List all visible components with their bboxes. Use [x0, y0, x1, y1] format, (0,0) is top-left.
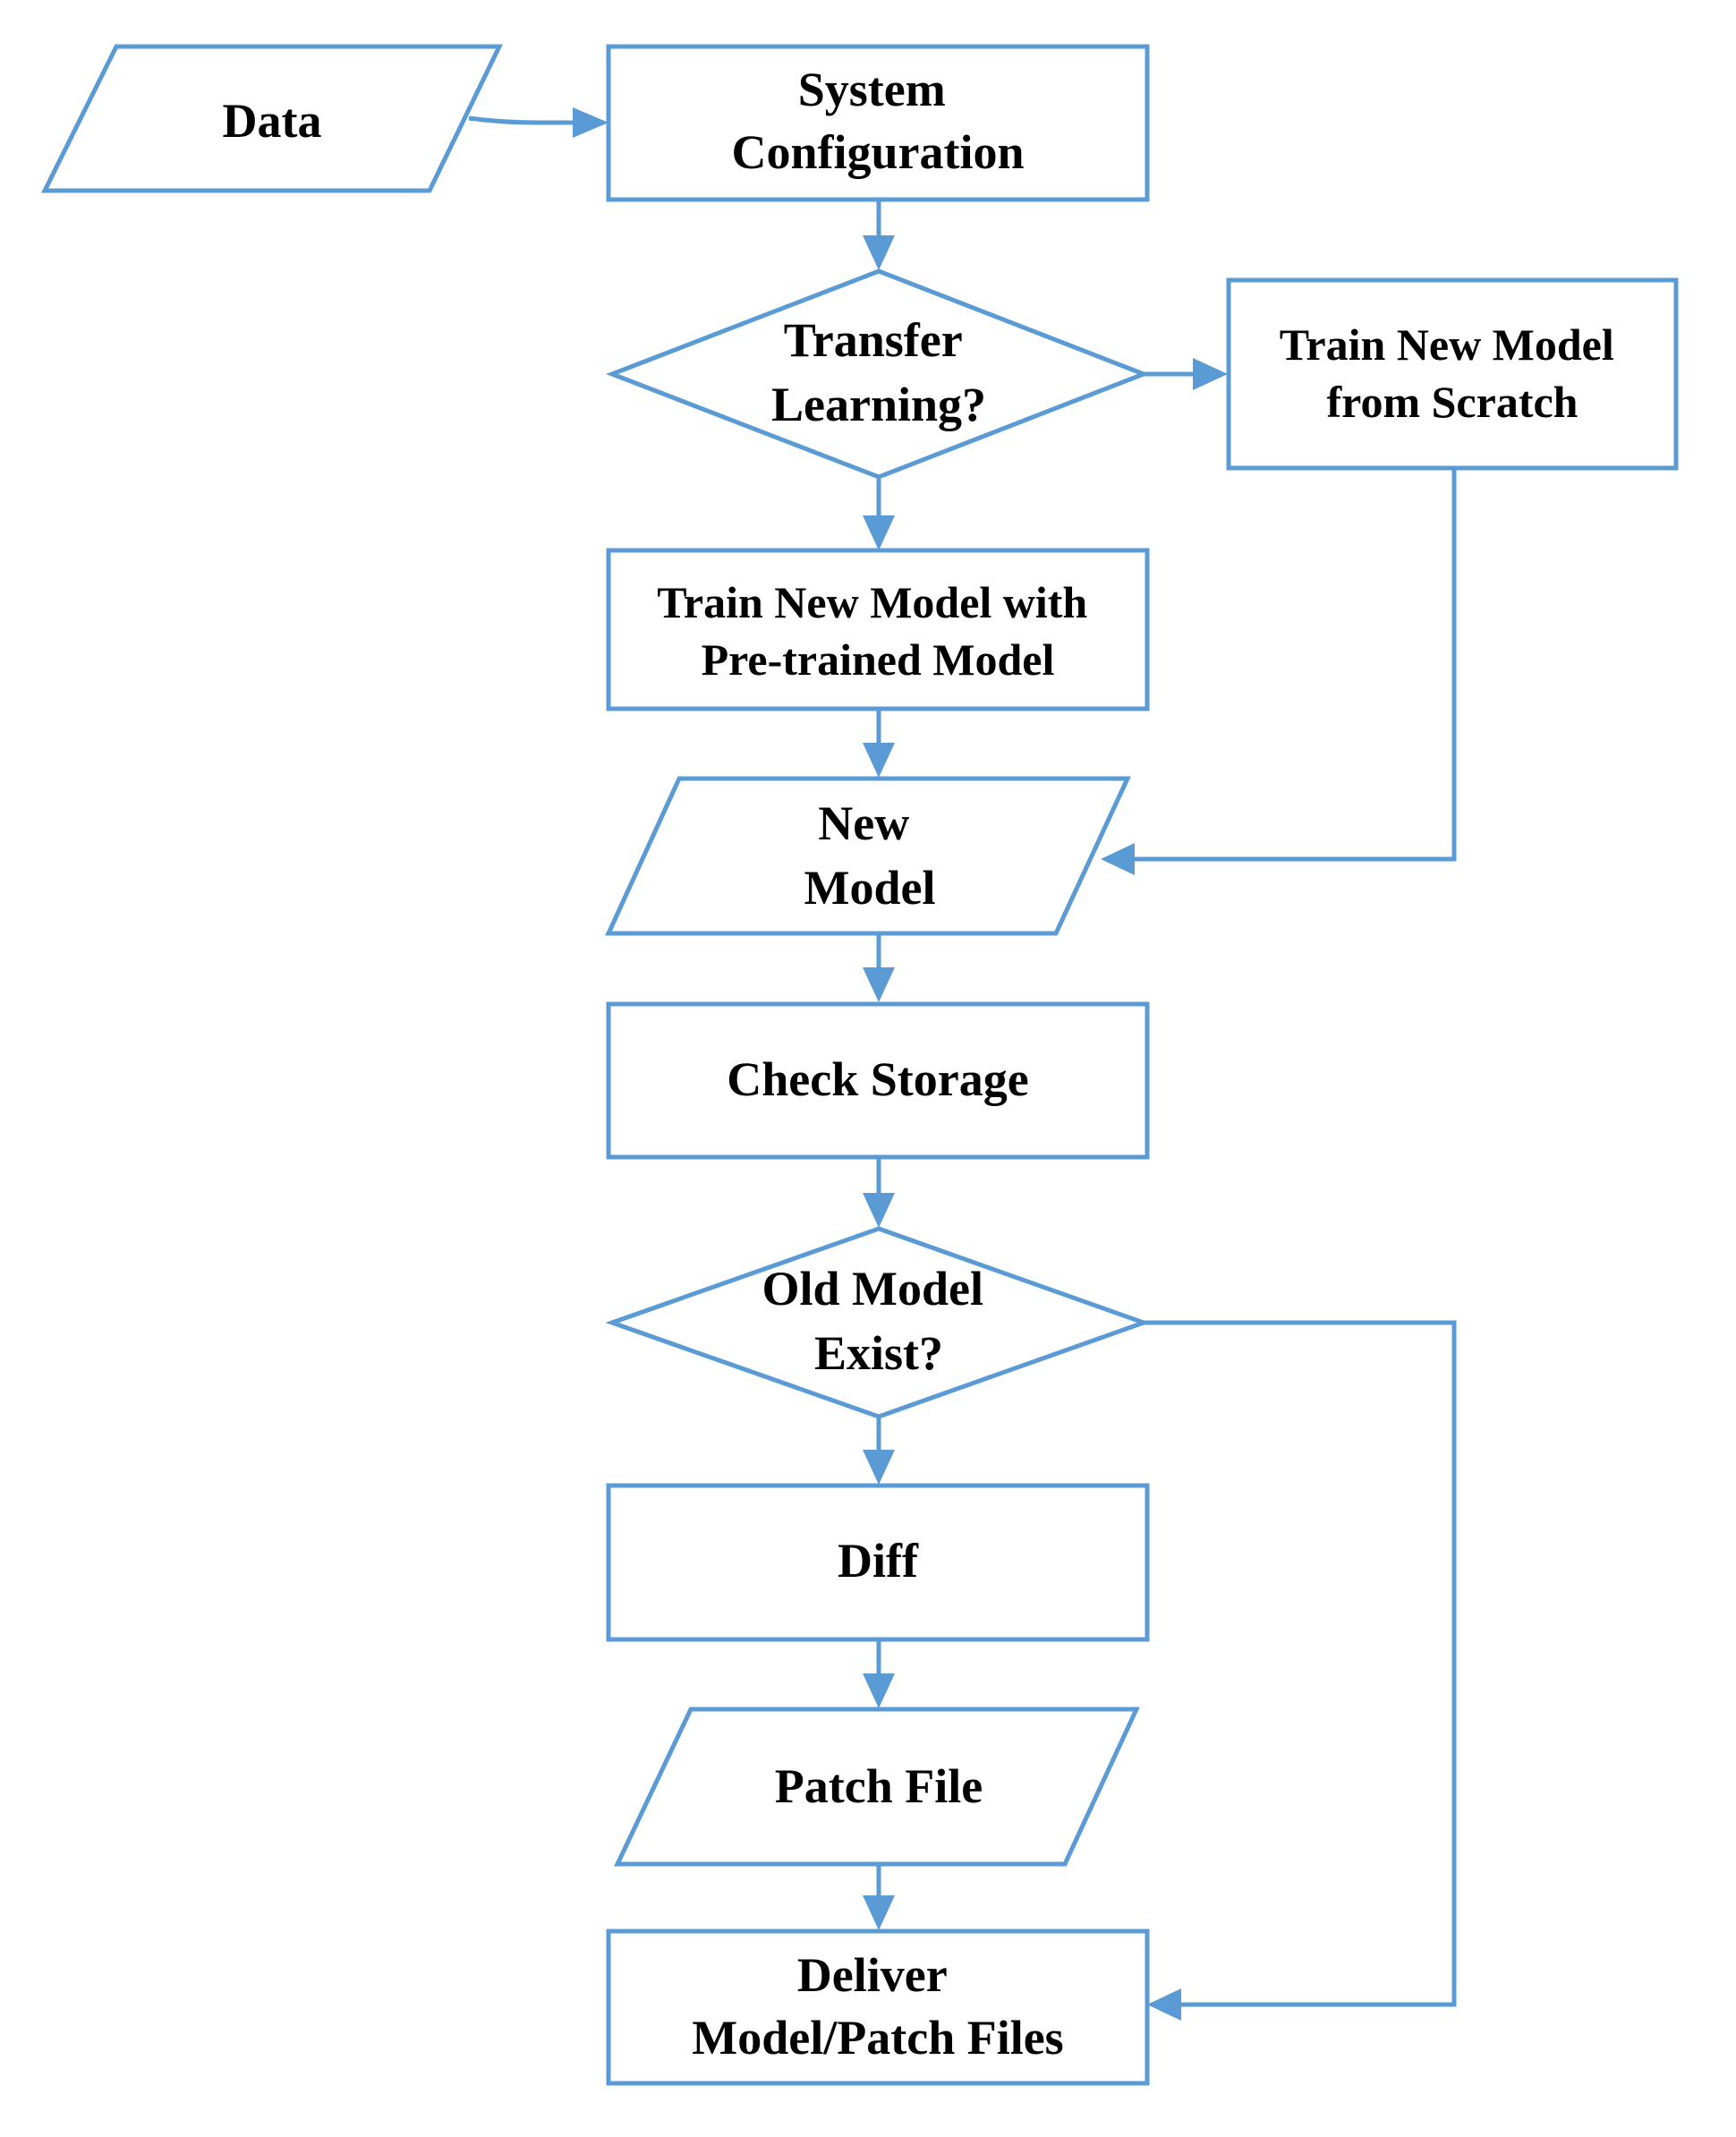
node-system-configuration: System Configuration: [606, 44, 1150, 202]
node-train-from-scratch-line-1: Train New Model: [1280, 319, 1614, 370]
svg-text:Data: Data: [223, 94, 322, 148]
node-new-model-line-2: Model: [804, 861, 936, 915]
node-new-model-line-1: New: [818, 796, 909, 850]
node-old-model-exist-line-1: Old Model: [762, 1262, 983, 1315]
svg-text:Check Storage: Check Storage: [727, 1052, 1028, 1106]
node-diff: Diff: [606, 1483, 1150, 1642]
node-deliver-line-2: Model/Patch Files: [692, 2011, 1063, 2065]
svg-text:System Configuration: System Configuration: [731, 63, 1024, 179]
connectors: [468, 107, 1457, 2021]
node-deliver-line-1: Deliver: [797, 1948, 947, 2002]
node-transfer-learning-line-2: Learning?: [771, 378, 986, 431]
node-system-configuration-line-1: System: [798, 63, 946, 116]
arrow-config-to-transfer: [863, 200, 895, 270]
svg-text:New Model: New Model: [804, 796, 936, 915]
arrow-old-model-to-deliver: [1144, 1320, 1457, 2021]
node-patch-file: Patch File: [614, 1707, 1140, 1867]
node-old-model-exist-line-2: Exist?: [814, 1326, 943, 1380]
arrow-new-model-to-storage: [863, 933, 895, 1002]
node-old-model-exist-decision: Old Model Exist?: [605, 1226, 1151, 1419]
arrow-transfer-to-pretrained: [863, 479, 895, 550]
arrow-patch-to-deliver: [863, 1864, 895, 1930]
node-check-storage: Check Storage: [606, 1001, 1150, 1160]
node-train-from-scratch: Train New Model from Scratch: [1226, 277, 1679, 471]
node-train-with-pretrained-line-1: Train New Model with: [657, 577, 1087, 627]
svg-text:Transfer Learning?: Transfer Learning?: [771, 313, 986, 431]
node-train-from-scratch-line-2: from Scratch: [1327, 377, 1579, 427]
svg-text:Deliver Model/Patch File: Deliver Model/Patch Files: [692, 1948, 1063, 2065]
arrow-transfer-to-scratch: [1144, 358, 1228, 390]
node-train-with-pretrained-line-2: Pre-trained Model: [702, 634, 1055, 685]
node-diff-label: Diff: [838, 1534, 919, 1588]
arrow-data-to-system-config: [468, 107, 608, 138]
node-transfer-learning-line-1: Transfer: [784, 313, 962, 367]
node-data-label: Data: [223, 94, 322, 148]
node-transfer-learning-decision: Transfer Learning?: [606, 268, 1150, 480]
svg-text:Patch File: Patch File: [775, 1759, 983, 1813]
arrow-scratch-to-new-model: [1101, 468, 1457, 875]
node-deliver: Deliver Model/Patch Files: [606, 1928, 1150, 2086]
node-data: Data: [40, 44, 503, 193]
svg-text:Diff: Diff: [838, 1534, 919, 1588]
node-system-configuration-line-2: Configuration: [731, 125, 1024, 179]
svg-text:Train New Model from Scr: Train New Model from Scratch: [1280, 319, 1626, 427]
node-check-storage-label: Check Storage: [727, 1052, 1028, 1106]
svg-text:Old Model Exist?: Old Model Exist?: [762, 1262, 995, 1380]
node-new-model: New Model: [605, 776, 1131, 936]
arrow-diff-to-patch: [863, 1639, 895, 1708]
arrow-storage-to-old-model: [863, 1157, 895, 1228]
arrow-old-model-to-diff: [863, 1418, 895, 1485]
node-patch-file-label: Patch File: [775, 1759, 983, 1813]
node-train-with-pretrained: Train New Model with Pre-trained Model: [606, 548, 1150, 711]
svg-text:Train New Model with Pre: Train New Model with Pre-trained Model: [657, 577, 1098, 685]
arrow-pretrained-to-new-model: [863, 709, 895, 778]
